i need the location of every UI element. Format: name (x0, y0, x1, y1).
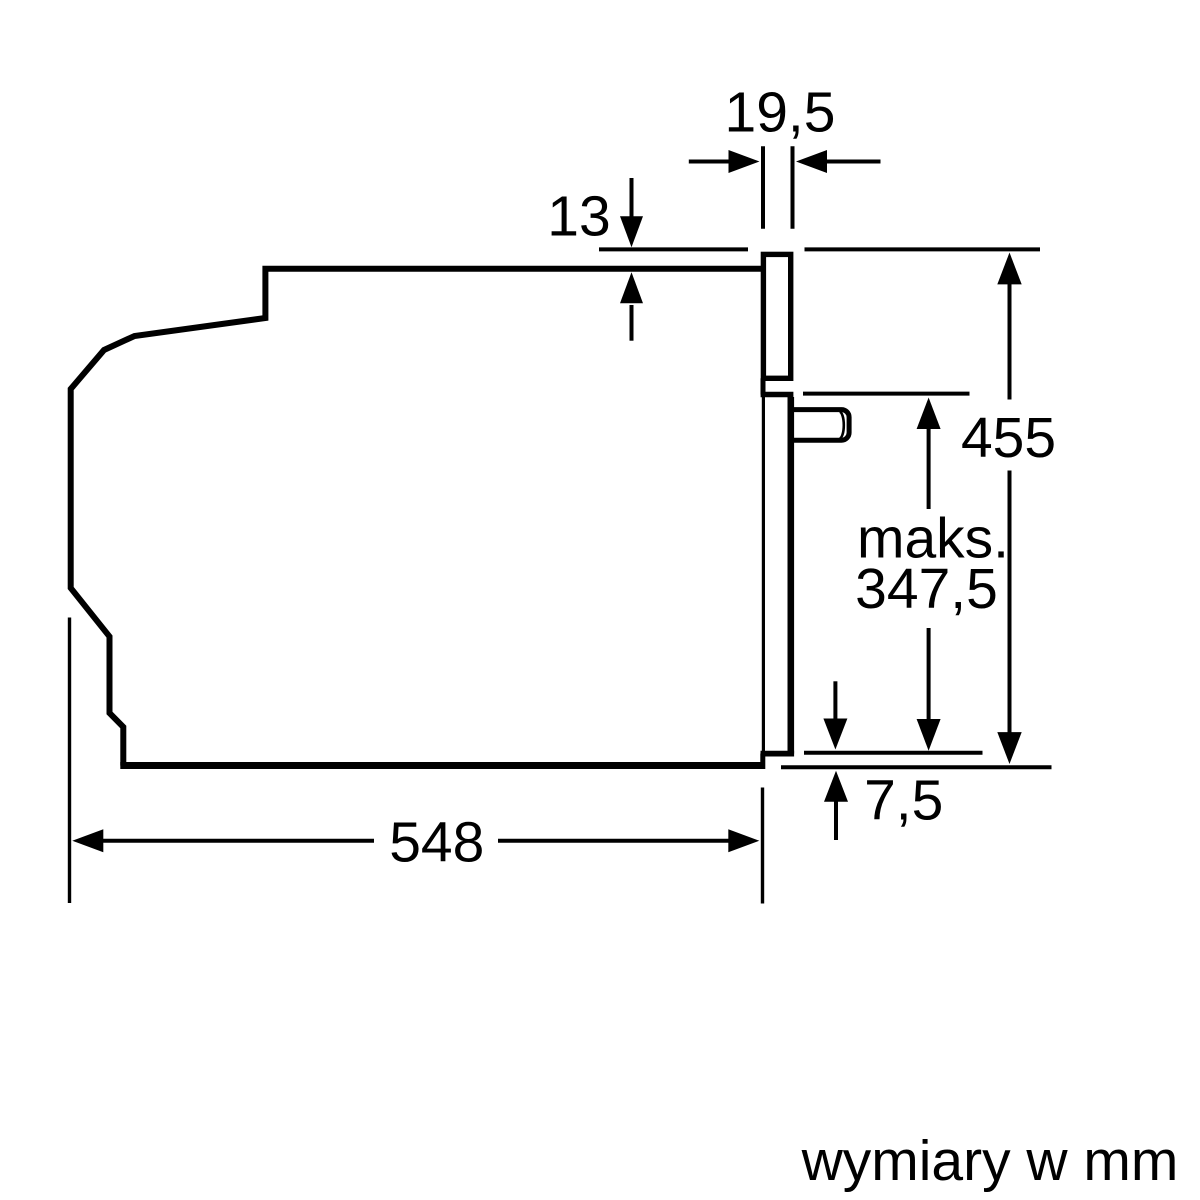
svg-text:19,5: 19,5 (725, 80, 836, 144)
svg-text:13: 13 (547, 184, 610, 248)
svg-text:maks.: maks. (857, 507, 1009, 571)
svg-text:455: 455 (961, 406, 1056, 470)
svg-text:wymiary w mm: wymiary w mm (801, 1129, 1179, 1193)
svg-text:7,5: 7,5 (864, 769, 943, 833)
svg-text:548: 548 (389, 811, 484, 875)
svg-text:347,5: 347,5 (855, 557, 998, 621)
